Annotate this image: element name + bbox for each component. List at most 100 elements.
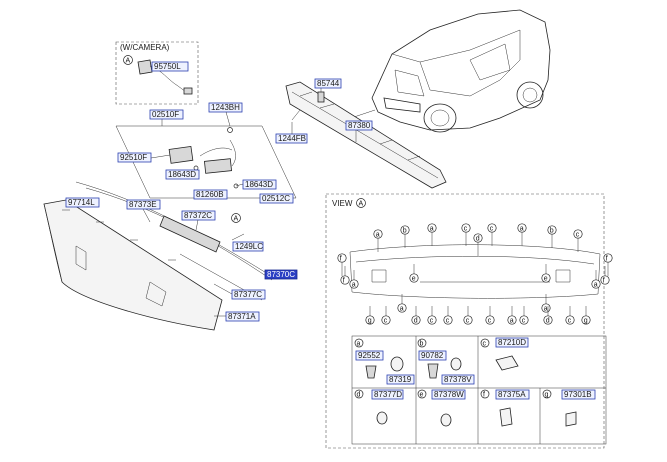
part-labels: 85744 87380 1244FB 02510F 1243BH 92510F … (65, 78, 373, 322)
view-callout-circle (565, 315, 575, 325)
label-87372c: 87372C (181, 210, 216, 221)
label-92510f: 92510F (117, 152, 152, 163)
svg-text:d: d (357, 392, 361, 399)
svg-text:02512C: 02512C (262, 194, 290, 203)
svg-text:87319: 87319 (389, 375, 412, 384)
view-callout-letter: a (520, 226, 524, 233)
view-callout-letter: c (384, 318, 388, 325)
view-callout-letter: a (510, 318, 514, 325)
label-87370: 87370C (264, 269, 298, 280)
vehicle-illustration (344, 9, 551, 133)
svg-text:87378W: 87378W (434, 390, 464, 399)
view-callout-letter: c (568, 318, 572, 325)
svg-text:87377C: 87377C (234, 290, 262, 299)
svg-text:e: e (420, 392, 424, 399)
view-callout-letter: f (340, 256, 342, 263)
view-callout-letter: c (576, 232, 580, 239)
label-97714l: 97714L (65, 197, 100, 208)
part-87380-drawing (285, 80, 447, 189)
svg-text:18643D: 18643D (168, 170, 196, 179)
view-callout-circle (573, 229, 583, 239)
view-callout-circle (411, 315, 421, 325)
label-1243bh: 1243BH (208, 102, 243, 113)
svg-text:87372C: 87372C (184, 211, 212, 220)
view-callout-circle (473, 233, 483, 243)
view-callout-circle (487, 223, 497, 233)
view-callout-letter: f (343, 278, 345, 285)
view-callout-letter: b (403, 228, 407, 235)
view-callout-letter: c (490, 226, 494, 233)
svg-text:87375A: 87375A (498, 390, 526, 399)
svg-text:87377D: 87377D (374, 390, 402, 399)
svg-text:c: c (483, 341, 487, 348)
label-1249lc: 1249LC (232, 241, 264, 252)
view-callout-circle (519, 315, 529, 325)
view-callout-circle (365, 315, 375, 325)
view-callout-circle (443, 315, 453, 325)
tail-gate-garnish: A (43, 181, 273, 331)
svg-text:87370C: 87370C (267, 270, 295, 279)
view-callout-circle (427, 315, 437, 325)
view-callout-letter: d (546, 318, 550, 325)
svg-text:81260B: 81260B (196, 190, 224, 199)
svg-text:90782: 90782 (421, 351, 444, 360)
svg-text:1243BH: 1243BH (211, 103, 240, 112)
view-callout-letter: g (584, 318, 588, 325)
view-callout-circle (600, 275, 610, 285)
label-02512c: 02512C (259, 193, 294, 204)
svg-text:92552: 92552 (358, 351, 381, 360)
svg-text:87380: 87380 (348, 121, 371, 130)
view-callout-circle (373, 229, 383, 239)
camera-box: (W/CAMERA) A 95750L (115, 41, 199, 105)
view-callout-letter: c (464, 226, 468, 233)
svg-text:87210D: 87210D (498, 338, 526, 347)
view-callout-circle (397, 303, 407, 313)
svg-text:1249LC: 1249LC (235, 242, 263, 251)
view-callout-circle (400, 225, 410, 235)
svg-text:f: f (483, 392, 485, 399)
view-callout-circle (591, 279, 601, 289)
view-callout-circle (340, 275, 350, 285)
label-02510f: 02510F (149, 109, 184, 120)
garnish-assembly (115, 118, 297, 199)
view-callout-letter: e (412, 276, 416, 283)
label-87373e: 87373E (126, 199, 161, 210)
view-callout-letter: a (400, 306, 404, 313)
view-callout-circle (349, 279, 359, 289)
view-callout-circle (581, 315, 591, 325)
label-85744: 85744 (314, 78, 342, 89)
view-callout-circle (409, 273, 419, 283)
view-callout-circle (541, 273, 551, 283)
view-callout-letter: e (544, 276, 548, 283)
svg-text:92510F: 92510F (120, 153, 147, 162)
view-callout-letter: c (446, 318, 450, 325)
view-a-panel: VIEW A (325, 193, 605, 449)
view-callout-letter: a (544, 306, 548, 313)
view-callout-circle (517, 223, 527, 233)
legend-grid: a 92552 87319 b 90782 87378V c 87210D d … (351, 335, 607, 445)
view-callout-circle (547, 225, 557, 235)
view-callout-letter: a (352, 282, 356, 289)
svg-text:87378V: 87378V (444, 375, 472, 384)
svg-text:85744: 85744 (317, 79, 340, 88)
view-callout-letter: c (466, 318, 470, 325)
view-callout-circle (507, 315, 517, 325)
view-circle: A (359, 201, 364, 208)
label-1244fb: 1244FB (275, 133, 308, 144)
camera-part-label: 95750L (154, 62, 181, 71)
label-18643d-b: 18643D (242, 179, 277, 190)
view-callout-letter: d (476, 236, 480, 243)
svg-text:02510F: 02510F (152, 110, 179, 119)
label-87371a: 87371A (225, 311, 260, 322)
view-callout-circle (485, 315, 495, 325)
view-callout-letter: a (594, 282, 598, 289)
view-callout-letter: a (376, 232, 380, 239)
view-callout-letter: d (414, 318, 418, 325)
label-87377c: 87377C (231, 289, 266, 300)
view-callout-circle (603, 253, 613, 263)
svg-text:97301B: 97301B (564, 390, 592, 399)
view-callout-letter: g (368, 318, 372, 325)
label-81260b: 81260B (193, 189, 228, 200)
